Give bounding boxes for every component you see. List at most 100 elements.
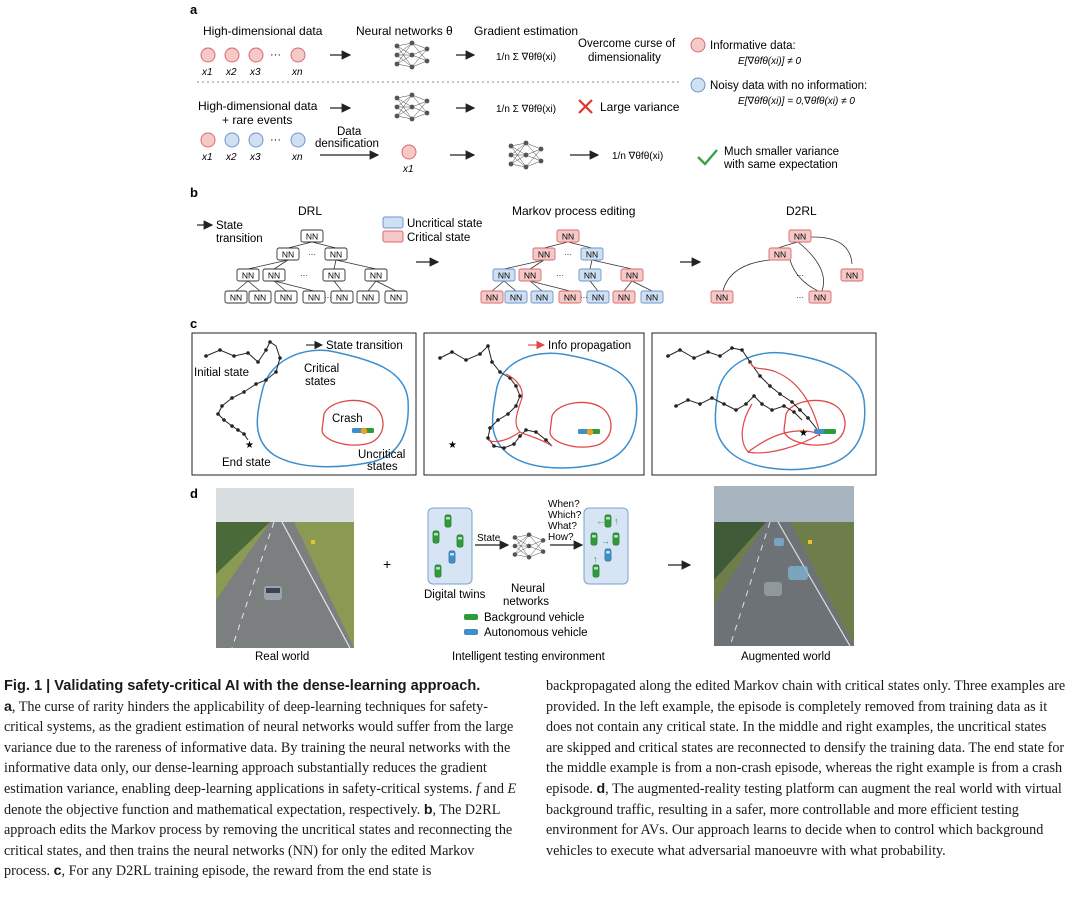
uncritical-state-node — [504, 290, 528, 304]
svg-text:↑: ↑ — [593, 554, 598, 564]
end-state-star: ★ — [799, 428, 808, 439]
critical-region-boundary — [491, 352, 638, 469]
question-when: When? — [548, 499, 580, 510]
legend-noisy-label: Noisy data with no information: — [710, 80, 867, 92]
state-node — [322, 268, 346, 282]
intelligent-env-label: Intelligent testing environment — [452, 651, 606, 663]
node-label: NN — [618, 293, 630, 303]
uncritical-states-label: Uncritical — [358, 449, 405, 461]
critical-state-node — [558, 290, 582, 304]
critical-states-label-2: states — [305, 376, 336, 388]
critical-state-node — [612, 290, 636, 304]
augmented-world-label: Augmented world — [741, 651, 831, 663]
state-node — [276, 247, 300, 261]
caption-panel-ref: a — [4, 698, 12, 715]
critical-state-node — [620, 268, 644, 282]
state-node — [364, 268, 388, 282]
uncritical-states-label-2: states — [367, 461, 398, 473]
legend-background-vehicle-label: Background vehicle — [484, 612, 584, 624]
caption-panel-ref: c — [53, 863, 62, 880]
ellipsis: ··· — [300, 271, 308, 280]
overcome-curse-label-2: dimensionality — [588, 52, 661, 64]
node-label: NN — [626, 271, 638, 281]
node-label: NN — [846, 271, 858, 281]
node-label: NN — [336, 293, 348, 303]
ellipsis: ··· — [580, 293, 588, 302]
panel-b: b State transition DRL Uncritical state … — [190, 185, 864, 304]
ellipsis: ··· — [796, 271, 804, 280]
crash-vehicles-icon — [352, 427, 374, 435]
real-world-photo — [216, 488, 354, 649]
caption-panel-ref: b — [423, 801, 433, 818]
node-label: NN — [794, 232, 806, 242]
ellipsis: ··· — [308, 250, 316, 259]
node-label: NN — [362, 293, 374, 303]
node-label: NN — [370, 271, 382, 281]
node-label: NN — [510, 293, 522, 303]
state-node — [248, 290, 272, 304]
node-label: NN — [308, 293, 320, 303]
legend-autonomous-vehicle: Autonomous vehicle — [464, 627, 588, 639]
ellipsis: ··· — [564, 250, 572, 259]
legend-informative-marker — [690, 37, 706, 53]
legend-uncritical-swatch — [382, 216, 404, 229]
uncritical-state-node — [640, 290, 664, 304]
uncritical-state-node — [586, 290, 610, 304]
state-node — [274, 290, 298, 304]
node-label: NN — [306, 232, 318, 242]
panel-a: a High-dimensional data Neural networks … — [190, 2, 867, 175]
data-point-noisy — [224, 132, 240, 148]
digital-twins-label: Digital twins — [424, 589, 486, 601]
caption-left-body: a, The curse of rarity hinders the appli… — [4, 697, 524, 882]
x-label: x2 — [225, 67, 237, 78]
critical-states-label: Critical — [304, 363, 339, 375]
node-label: NN — [586, 250, 598, 260]
critical-state-node — [532, 247, 556, 261]
overcome-curse-label: Overcome curse of — [578, 38, 676, 50]
critical-region-boundary — [256, 349, 409, 468]
state-node — [224, 290, 248, 304]
caption-text: , The D2RL approach edits the Markov pro… — [4, 801, 513, 880]
critical-state-node — [840, 268, 864, 282]
data-point-noisy — [290, 132, 306, 148]
neural-network-icon — [512, 531, 546, 561]
info-propagation-label: Info propagation — [548, 340, 631, 352]
node-label: NN — [538, 250, 550, 260]
sum-formula: 1/n Σ ∇θfθ(xi) — [496, 52, 556, 63]
x-label: x3 — [249, 67, 261, 78]
svg-text:←: ← — [596, 516, 605, 526]
x-label: x2 — [225, 152, 237, 163]
node-label: NN — [328, 271, 340, 281]
node-label: NN — [254, 293, 266, 303]
question-which: Which? — [548, 510, 582, 521]
state-node — [356, 290, 380, 304]
node-label: NN — [390, 293, 402, 303]
example-left-frame — [191, 332, 417, 476]
end-state-star: ★ — [448, 440, 457, 451]
state-node — [324, 247, 348, 261]
info-propagation-path — [747, 433, 821, 454]
critical-state-node — [518, 268, 542, 282]
caption-text: and — [479, 780, 508, 797]
legend-noisy-marker — [690, 77, 706, 93]
high-dim-rare-label: High-dimensional data — [198, 99, 318, 113]
node-label: NN — [498, 271, 510, 281]
high-dim-rare-label-2: + rare events — [222, 113, 292, 127]
legend-uncritical-label: Uncritical state — [407, 218, 482, 230]
check-icon — [697, 149, 718, 166]
node-label: NN — [524, 271, 536, 281]
x-label: xn — [291, 67, 303, 78]
uncritical-state-node — [530, 290, 554, 304]
end-state-star: ★ — [245, 440, 254, 451]
legend-informative-label: Informative data: — [710, 40, 796, 52]
uncritical-state-node — [580, 247, 604, 261]
caption-text: backpropagated along the edited Markov c… — [546, 678, 1066, 797]
uncritical-state-node — [492, 268, 516, 282]
critical-state-node — [808, 290, 832, 304]
x-label: x1 — [201, 152, 213, 163]
caption-left-column: Fig. 1 | Validating safety-critical AI w… — [4, 676, 524, 882]
crash-region-boundary — [783, 399, 846, 446]
critical-state-node — [556, 229, 580, 243]
legend-critical-label: Critical state — [407, 232, 470, 244]
